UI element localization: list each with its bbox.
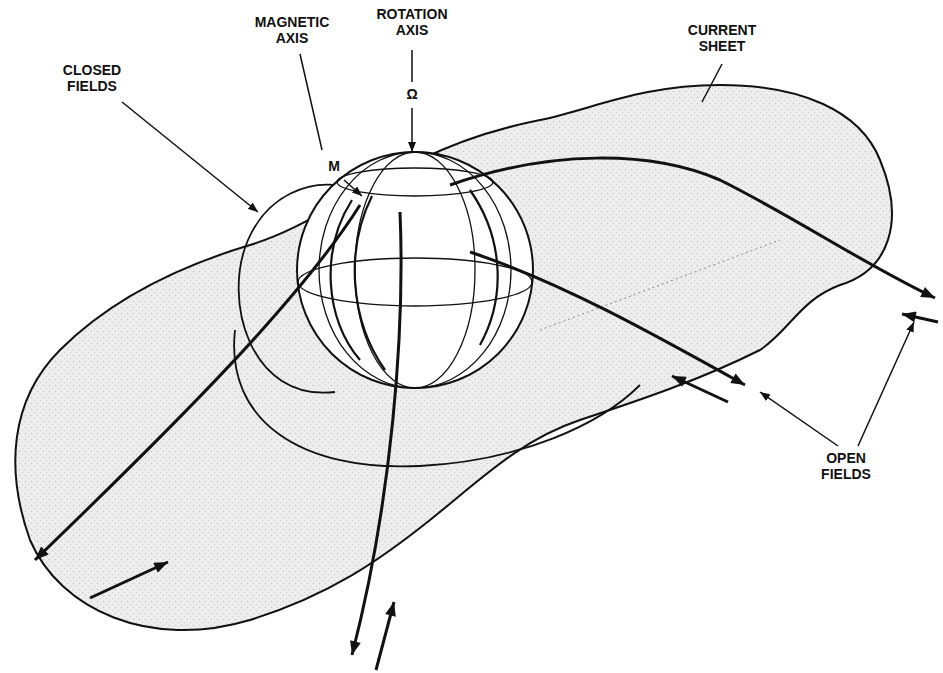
open-field-line: [470, 252, 745, 385]
callout-label: ROTATION AXIS: [369, 6, 455, 38]
axis-symbol: M: [328, 158, 340, 174]
leader-line: [858, 322, 914, 446]
latitude-line: [337, 168, 493, 196]
current-sheet-fold: [540, 240, 780, 330]
callout-label: OPEN FIELDS: [803, 450, 889, 482]
closed-field-line: [355, 196, 385, 370]
open-field-line: [352, 212, 401, 655]
leader-line: [702, 64, 722, 102]
current-sheet: [15, 85, 892, 630]
open-field-line: [672, 376, 728, 402]
meridian-line: [319, 152, 511, 388]
axis-arrow: [344, 180, 362, 196]
axis-symbol: Ω: [406, 86, 417, 102]
callout-label: CLOSED FIELDS: [49, 62, 135, 94]
open-field-line: [35, 205, 360, 560]
open-field-line: [376, 602, 394, 670]
leader-line: [122, 102, 258, 212]
open-field-line: [450, 158, 935, 298]
axis-arrow: [411, 108, 413, 152]
callout-label: CURRENT SHEET: [679, 22, 765, 54]
leader-line: [300, 54, 322, 150]
leader-line: [411, 50, 413, 82]
callout-label: MAGNETIC AXIS: [249, 14, 335, 46]
leader-line: [760, 392, 838, 446]
open-field-line: [902, 314, 938, 322]
closed-field-line: [470, 190, 498, 345]
star-sphere: [297, 152, 533, 388]
meridian-line: [355, 152, 475, 388]
open-field-line: [90, 562, 168, 598]
